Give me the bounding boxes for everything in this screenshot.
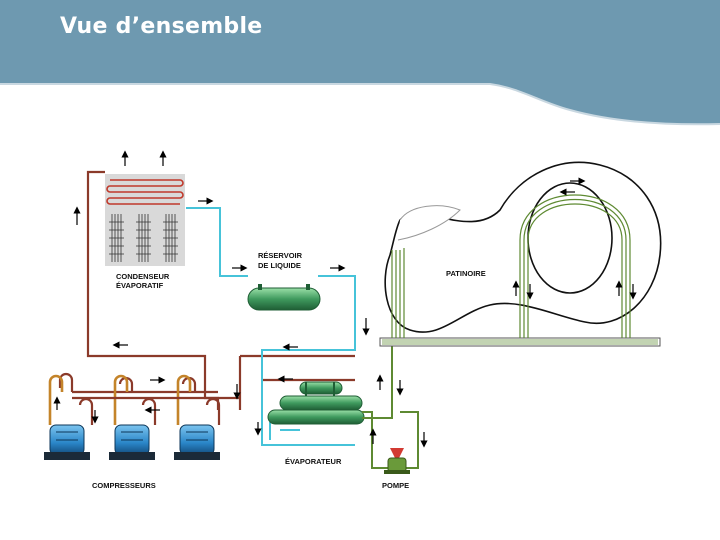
rink-label: PATINOIRE	[446, 269, 486, 278]
flow-arrows	[53, 150, 637, 448]
pump-label: POMPE	[382, 481, 410, 490]
pump	[384, 448, 410, 474]
compressors-label: COMPRESSEURS	[92, 481, 156, 490]
slide-title: Vue d’ensemble	[60, 14, 263, 39]
compressor-3	[174, 424, 220, 460]
reservoir-label-line1: RÉSERVOIR	[258, 251, 303, 260]
rink-loops	[391, 194, 631, 338]
reservoir-label-line2: DE LIQUIDE	[258, 261, 301, 270]
rink-outline	[384, 161, 662, 333]
compressor-1	[44, 424, 90, 460]
liquid-receiver	[247, 284, 321, 311]
compressor-risers	[48, 374, 192, 425]
compressor-2	[109, 424, 155, 460]
evaporator	[267, 381, 365, 425]
compressor-piping	[72, 396, 240, 425]
header-band	[0, 0, 720, 126]
rink-header-pipe	[379, 337, 661, 347]
liquid-piping	[186, 207, 356, 446]
brine-piping	[362, 344, 419, 469]
evaporator-label: ÉVAPORATEUR	[285, 457, 342, 466]
condenser-coil-grid	[109, 214, 178, 262]
condenser-label-line1: CONDENSEUR	[116, 272, 170, 281]
condenser-evaporative	[105, 174, 185, 266]
condenser-label-line2: ÉVAPORATIF	[116, 281, 164, 290]
slide-header	[0, 0, 720, 130]
